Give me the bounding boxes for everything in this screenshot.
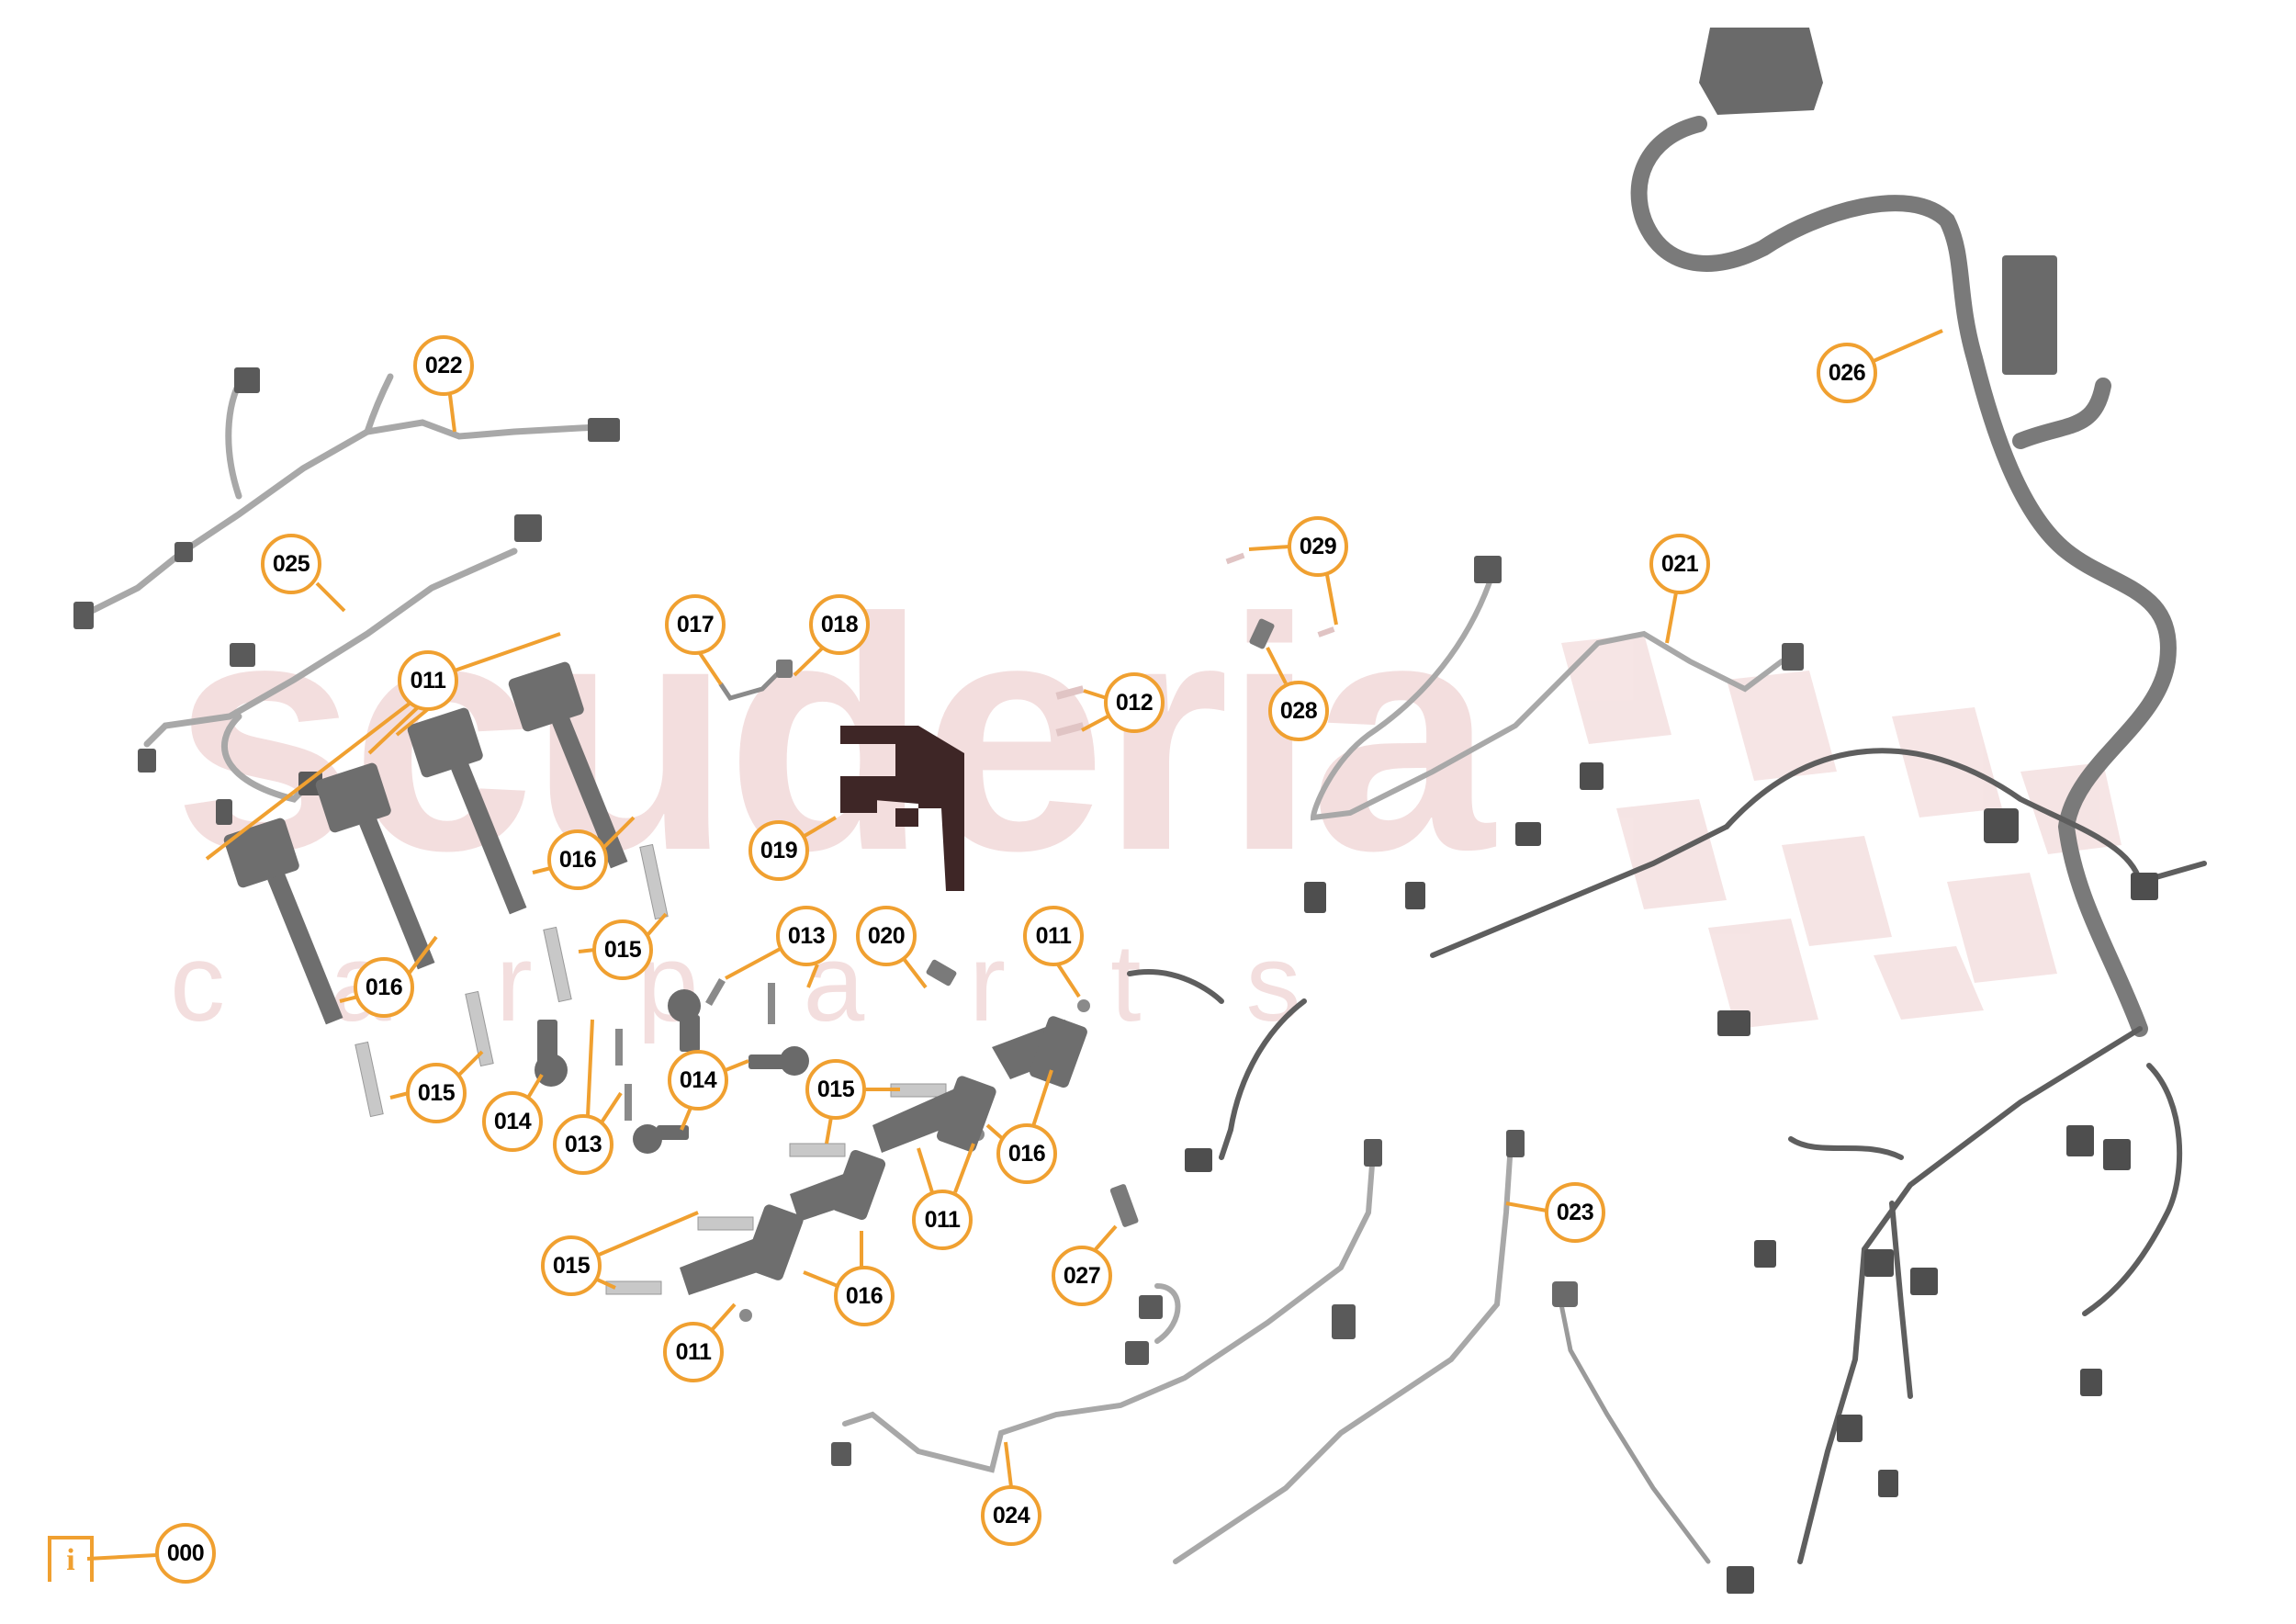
callout-014[interactable]: 014 xyxy=(668,1050,728,1111)
bracket-019 xyxy=(840,726,964,891)
harness-025 xyxy=(143,547,518,803)
callout-015[interactable]: 015 xyxy=(541,1235,602,1296)
small-sensors xyxy=(718,668,783,701)
harness-021 xyxy=(1310,571,1784,821)
info-icon[interactable]: i xyxy=(48,1536,94,1582)
callout-026[interactable]: 026 xyxy=(1817,343,1877,403)
callout-011[interactable]: 011 xyxy=(1023,906,1084,966)
callout-000[interactable]: 000 xyxy=(155,1523,216,1584)
callout-011[interactable]: 011 xyxy=(398,650,458,711)
callout-025[interactable]: 025 xyxy=(261,534,321,594)
connector-icons-022 xyxy=(73,367,620,629)
callout-021[interactable]: 021 xyxy=(1649,534,1710,594)
ecu-connectors xyxy=(1699,28,2057,375)
ignition-coils-left xyxy=(223,661,628,1025)
harness-024 xyxy=(842,1150,1376,1473)
callout-017[interactable]: 017 xyxy=(665,594,726,655)
callout-015[interactable]: 015 xyxy=(805,1059,866,1120)
callout-023[interactable]: 023 xyxy=(1545,1182,1605,1243)
harness-023 xyxy=(1173,1141,1514,1564)
callout-015[interactable]: 015 xyxy=(592,919,653,980)
callout-012[interactable]: 012 xyxy=(1104,672,1165,733)
callout-015[interactable]: 015 xyxy=(406,1063,467,1123)
callout-019[interactable]: 019 xyxy=(748,820,809,881)
leader-lines xyxy=(86,329,1943,1561)
harness-connectors xyxy=(1185,762,2158,1594)
callout-028[interactable]: 028 xyxy=(1268,681,1329,741)
callout-029[interactable]: 029 xyxy=(1288,516,1348,577)
callout-024[interactable]: 024 xyxy=(981,1485,1041,1546)
callout-020[interactable]: 020 xyxy=(856,906,917,966)
callout-016[interactable]: 016 xyxy=(834,1266,895,1326)
callout-011[interactable]: 011 xyxy=(663,1322,724,1382)
checkered-flag-watermark xyxy=(1561,634,2122,1029)
callout-016[interactable]: 016 xyxy=(547,829,608,890)
callout-013[interactable]: 013 xyxy=(776,906,837,966)
callout-013[interactable]: 013 xyxy=(553,1114,613,1175)
spark-plugs xyxy=(355,843,947,1295)
callout-011[interactable]: 011 xyxy=(912,1190,973,1250)
callout-016[interactable]: 016 xyxy=(354,957,414,1018)
callout-014[interactable]: 014 xyxy=(482,1091,543,1152)
callout-018[interactable]: 018 xyxy=(809,594,870,655)
harness-022 xyxy=(79,373,601,619)
harness-026 xyxy=(1630,116,2177,1037)
callout-027[interactable]: 027 xyxy=(1052,1246,1112,1306)
callout-022[interactable]: 022 xyxy=(413,335,474,396)
ignition-coils-right xyxy=(680,1016,1087,1295)
callout-016[interactable]: 016 xyxy=(996,1123,1057,1184)
harness-026-branches xyxy=(1127,748,2207,1564)
